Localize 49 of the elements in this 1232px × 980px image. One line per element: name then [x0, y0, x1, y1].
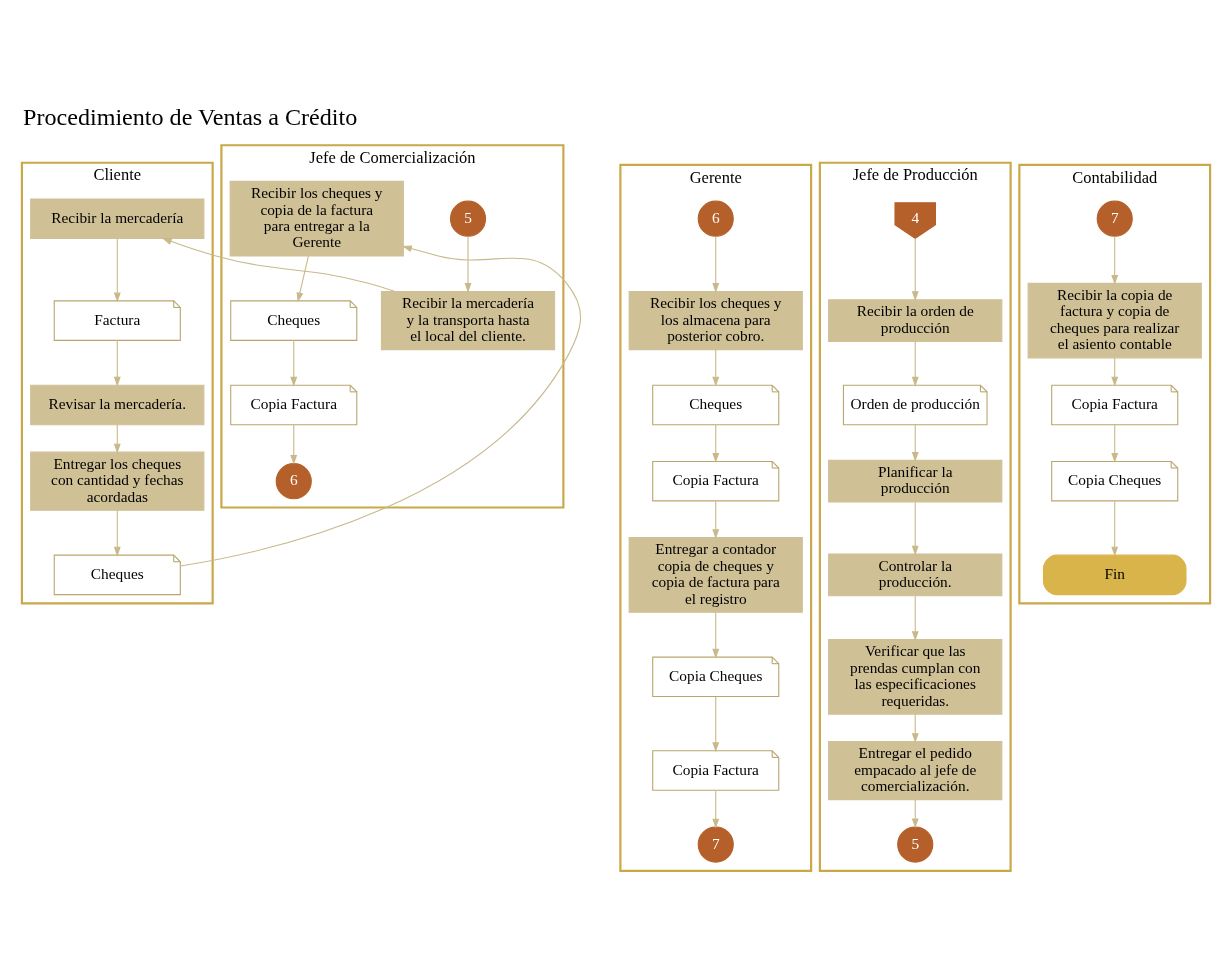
node-box: Recibir los cheques y copia de la factura para entregar a la Gerente [229, 180, 404, 256]
node-box: Recibir la orden de producción [828, 298, 1003, 342]
diagram-title: Procedimiento de Ventas a Crédito [22, 103, 358, 130]
arrow [712, 611, 720, 659]
arrow [712, 423, 720, 463]
arrow [113, 423, 121, 454]
node-circle: 7 [697, 825, 734, 863]
node-circle: 6 [697, 200, 734, 237]
arrow [712, 348, 720, 387]
node-circle: 6 [275, 462, 312, 499]
arrow [911, 237, 919, 301]
node-box: Controlar la producción. [828, 553, 1003, 596]
node-box: Entregar los cheques con cantidad y fechas acordadas [30, 451, 205, 511]
arrow [712, 235, 720, 293]
arrow [911, 713, 919, 743]
node-box: Entregar a contador copia de cheques y copia de factura para el registro [628, 536, 803, 613]
arrow [1111, 423, 1119, 463]
node-box: Verificar que las prendas cumplan con las especificaciones requeridas. [828, 638, 1003, 715]
arrow [113, 509, 121, 557]
node-box: Entregar el pedido empacado al jefe de comercialización. [828, 740, 1003, 800]
arrow [1111, 500, 1119, 557]
arrow [712, 695, 720, 752]
arrow [911, 501, 919, 556]
arrow [712, 789, 720, 829]
arrow [113, 237, 121, 302]
arrow [290, 339, 298, 387]
arrow [290, 423, 298, 465]
arrow [464, 235, 472, 293]
arrow [1111, 356, 1119, 387]
node-circle: 5 [449, 200, 487, 237]
node-box: Revisar la mercadería. [30, 384, 205, 425]
arrow [712, 500, 720, 539]
node-box: Fin [1042, 554, 1187, 595]
node-box: Recibir los cheques y los almacena para posterior cobro. [628, 290, 803, 350]
node-box: Recibir la copia de factura y copia de cheques para realizar el asiento contable [1027, 282, 1202, 358]
arrow [296, 255, 309, 302]
arrow [911, 423, 919, 462]
arrow [161, 237, 396, 292]
node-box: Recibir la mercadería [30, 197, 205, 239]
arrow [911, 798, 919, 828]
arrow [1111, 235, 1119, 285]
node-box: Recibir la mercadería y la transporta hasta el local del cliente. [380, 290, 556, 350]
arrow [180, 244, 582, 567]
arrow [911, 340, 919, 387]
arrow [911, 595, 919, 641]
arrow [113, 339, 121, 387]
node-circle: 5 [897, 825, 934, 863]
node-box: Planificar la producción [828, 459, 1003, 503]
node-circle: 7 [1096, 200, 1133, 237]
